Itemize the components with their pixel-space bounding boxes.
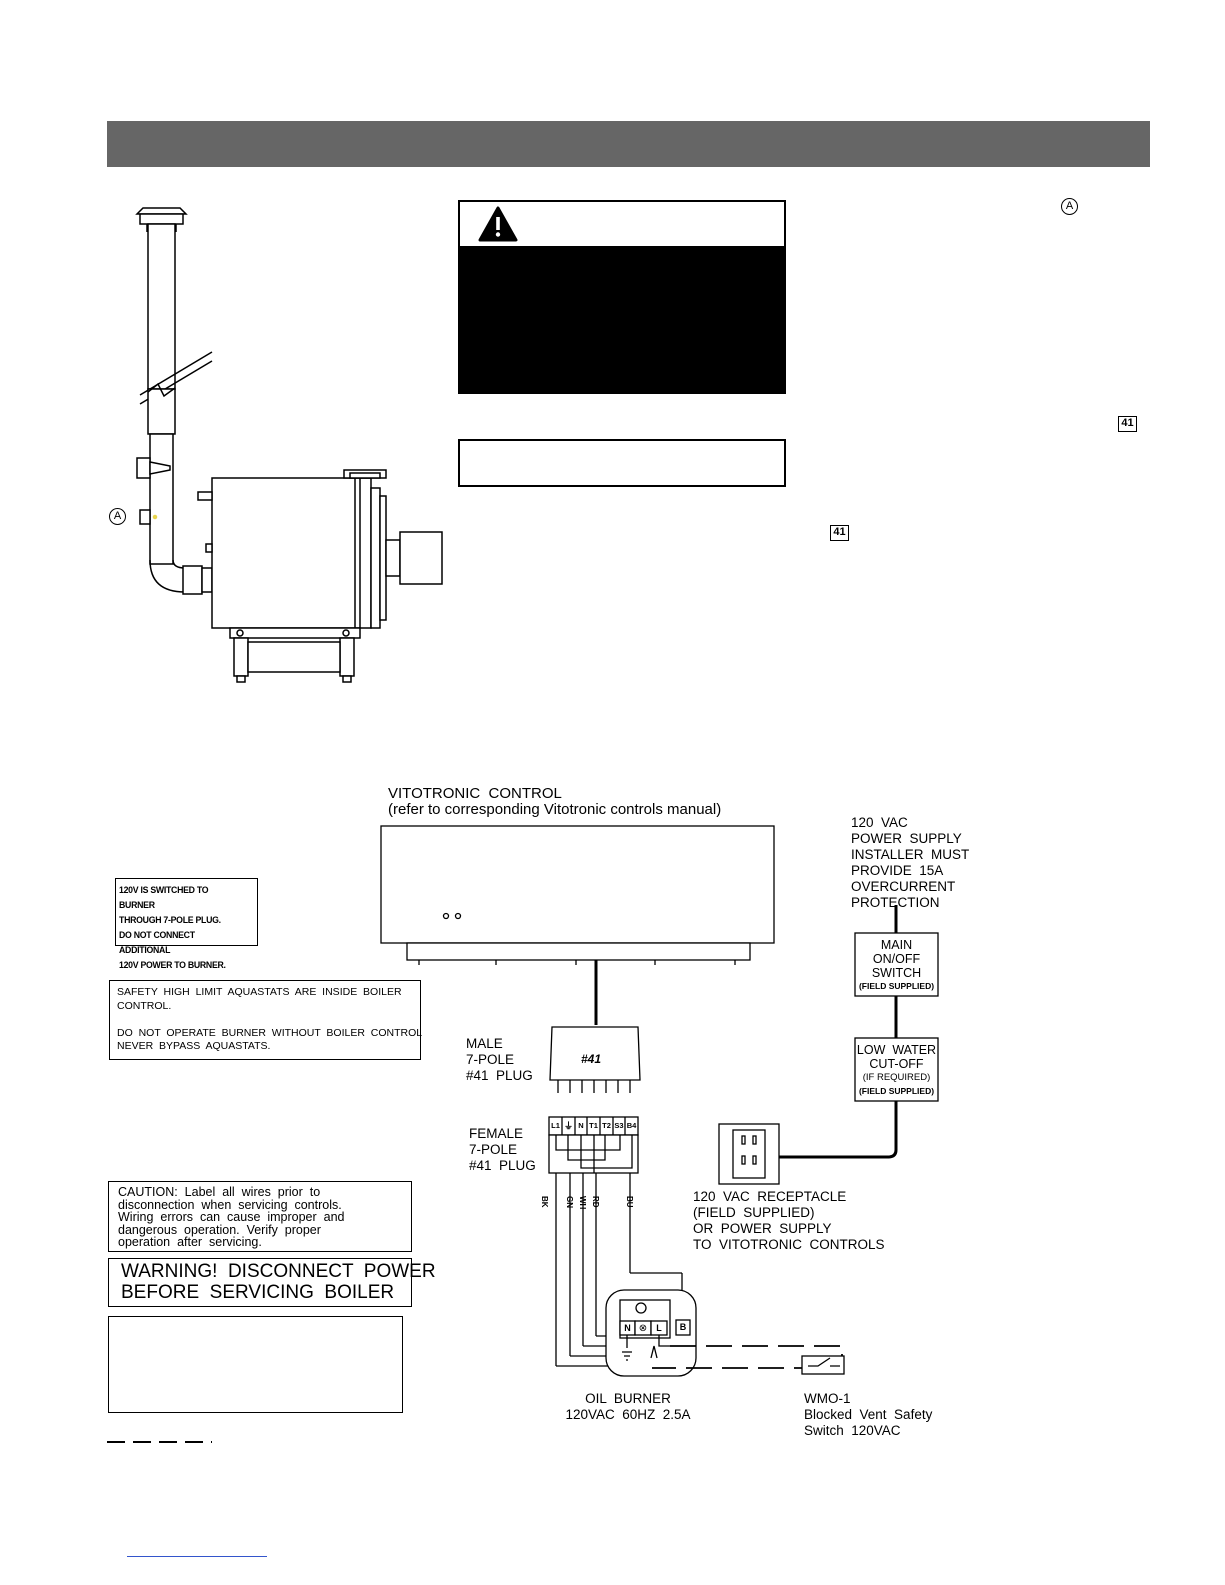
warning-note-line: WARNING! DISCONNECT POWER [121, 1261, 436, 1282]
oil-burner-line: OIL BURNER [585, 1391, 671, 1406]
low-water-line: (IF REQUIRED) [862, 1072, 931, 1083]
safety-note-line: SAFETY HIGH LIMIT AQUASTATS ARE INSIDE B… [117, 986, 402, 998]
terminal-label: T2 [602, 1121, 611, 1130]
receptacle-line: 120 VAC RECEPTACLE [693, 1189, 847, 1204]
wmo-label: WMO-1 Blocked Vent Safety Switch 120VAC [804, 1391, 932, 1439]
caution-note-line: disconnection when servicing controls. [118, 1197, 342, 1212]
male-plug-mark: #41 [581, 1052, 602, 1066]
plug-41-ref: 41 [1118, 416, 1137, 432]
wmo-line: Blocked Vent Safety [804, 1407, 933, 1422]
burner-b-terminal: B [679, 1322, 687, 1332]
power-supply-line: PROVIDE 15A [851, 863, 944, 878]
safety-note-line: NEVER BYPASS AQUASTATS. [117, 1040, 271, 1052]
control-subtitle: (refer to corresponding Vitotronic contr… [388, 801, 722, 818]
switched-power-note: 120V IS SWITCHED TO BURNER THROUGH 7-POL… [115, 878, 258, 971]
wire-label-rd: RD [591, 1196, 600, 1208]
power-supply-line: PROTECTION [851, 895, 940, 910]
footnote-rule [127, 1556, 267, 1557]
terminal-label: S3 [614, 1121, 624, 1130]
wmo-line: Switch 120VAC [804, 1423, 901, 1438]
receptacle-line: OR POWER SUPPLY [693, 1221, 832, 1236]
warning-note-line: BEFORE SERVICING BOILER [121, 1282, 395, 1303]
caution-note-line: operation after servicing. [118, 1235, 262, 1249]
low-water-line: (FIELD SUPPLIED) [858, 1086, 935, 1096]
disconnect-power-warning: WARNING! DISCONNECT POWER BEFORE SERVICI… [108, 1258, 436, 1307]
control-title: VITOTRONIC CONTROL [388, 785, 562, 802]
switched-note-line: DO NOT CONNECT ADDITIONAL [119, 930, 195, 956]
burner-terminal: N [624, 1323, 631, 1333]
wmo-line: WMO-1 [804, 1391, 851, 1406]
switched-note-line: THROUGH 7-POLE PLUG. [119, 915, 221, 926]
male-plug-line: 7-POLE [466, 1052, 515, 1067]
terminal-label: ⏚ [563, 1121, 573, 1131]
safety-note-line: CONTROL. [117, 999, 172, 1012]
power-supply-line: POWER SUPPLY [851, 831, 962, 846]
oil-burner-label: OIL BURNER 120VAC 60HZ 2.5A [558, 1391, 698, 1423]
terminal-label: N [578, 1121, 584, 1130]
switched-note-line: 120V POWER TO BURNER. [119, 960, 226, 971]
wire-label-bu: BU [625, 1196, 634, 1208]
safety-note-line: DO NOT OPERATE BURNER WITHOUT BOILER CON… [117, 1026, 423, 1039]
main-switch-line: (FIELD SUPPLIED) [858, 981, 935, 991]
terminal-label: B4 [626, 1121, 637, 1130]
empty-note-box [108, 1316, 403, 1413]
plug-41-ref-text: 41 [830, 525, 849, 541]
caution-note-line: dangerous operation. Verify proper [118, 1222, 321, 1237]
male-plug-line: #41 PLUG [466, 1068, 533, 1083]
female-plug-line: #41 PLUG [469, 1158, 536, 1173]
wire-label-wh: WH [578, 1196, 587, 1210]
receptacle-line: (FIELD SUPPLIED) [693, 1205, 815, 1220]
terminal-label: T1 [589, 1121, 598, 1130]
oil-burner-line: 120VAC 60HZ 2.5A [565, 1407, 691, 1422]
switched-note-line: 120V IS SWITCHED TO BURNER [119, 885, 209, 911]
low-water-label: LOW WATER CUT-OFF (IF REQUIRED) (FIELD S… [856, 1043, 937, 1097]
male-plug-label: MALE 7-POLE #41 PLUG [466, 1036, 533, 1084]
section-header-bar [107, 121, 1150, 167]
female-plug-line: 7-POLE [469, 1142, 518, 1157]
receptacle-label: 120 VAC RECEPTACLE (FIELD SUPPLIED) OR P… [693, 1189, 885, 1253]
note-box [458, 439, 786, 487]
safety-note-line [117, 1013, 413, 1027]
main-switch-line: ON/OFF [872, 952, 921, 966]
male-plug-line: MALE [466, 1036, 503, 1051]
low-water-line: CUT-OFF [869, 1057, 924, 1071]
main-switch-label: MAIN ON/OFF SWITCH (FIELD SUPPLIED) [856, 938, 937, 992]
wire-label-bk: BK [540, 1196, 549, 1208]
burner-terminals: N ⊗ L [620, 1322, 667, 1335]
warning-box-body [460, 246, 784, 392]
female-plug-label: FEMALE 7-POLE #41 PLUG [469, 1126, 536, 1174]
power-supply-line: OVERCURRENT [851, 879, 956, 894]
main-switch-line: SWITCH [871, 966, 922, 980]
warning-box [458, 200, 786, 394]
burner-terminal: L [656, 1323, 662, 1333]
caution-note-line: Wiring errors can cause improper and [118, 1210, 345, 1224]
caution-note-line: CAUTION: Label all wires prior to [118, 1185, 321, 1199]
burner-terminal: ⊗ [638, 1323, 648, 1334]
low-water-line: LOW WATER [856, 1043, 937, 1057]
female-plug-line: FEMALE [469, 1126, 524, 1141]
receptacle-line: TO VITOTRONIC CONTROLS [693, 1237, 885, 1252]
power-supply-label: 120 VAC POWER SUPPLY INSTALLER MUST PROV… [851, 815, 969, 911]
wire-label-gn: GN [565, 1196, 574, 1208]
terminal-label: L1 [551, 1121, 560, 1130]
main-switch-line: MAIN [880, 938, 913, 952]
callout-a-label: A [1061, 198, 1078, 215]
caution-label-note: CAUTION: Label all wires prior to discon… [108, 1181, 412, 1252]
warning-triangle-icon [478, 206, 518, 242]
female-plug-terminals: L1 ⏚ N T1 T2 S3 B4 [549, 1118, 638, 1134]
safety-aquastat-note: SAFETY HIGH LIMIT AQUASTATS ARE INSIDE B… [109, 980, 423, 1060]
power-supply-line: 120 VAC [851, 815, 908, 830]
power-supply-line: INSTALLER MUST [851, 847, 970, 862]
callout-a-label-figure: A [109, 508, 126, 525]
